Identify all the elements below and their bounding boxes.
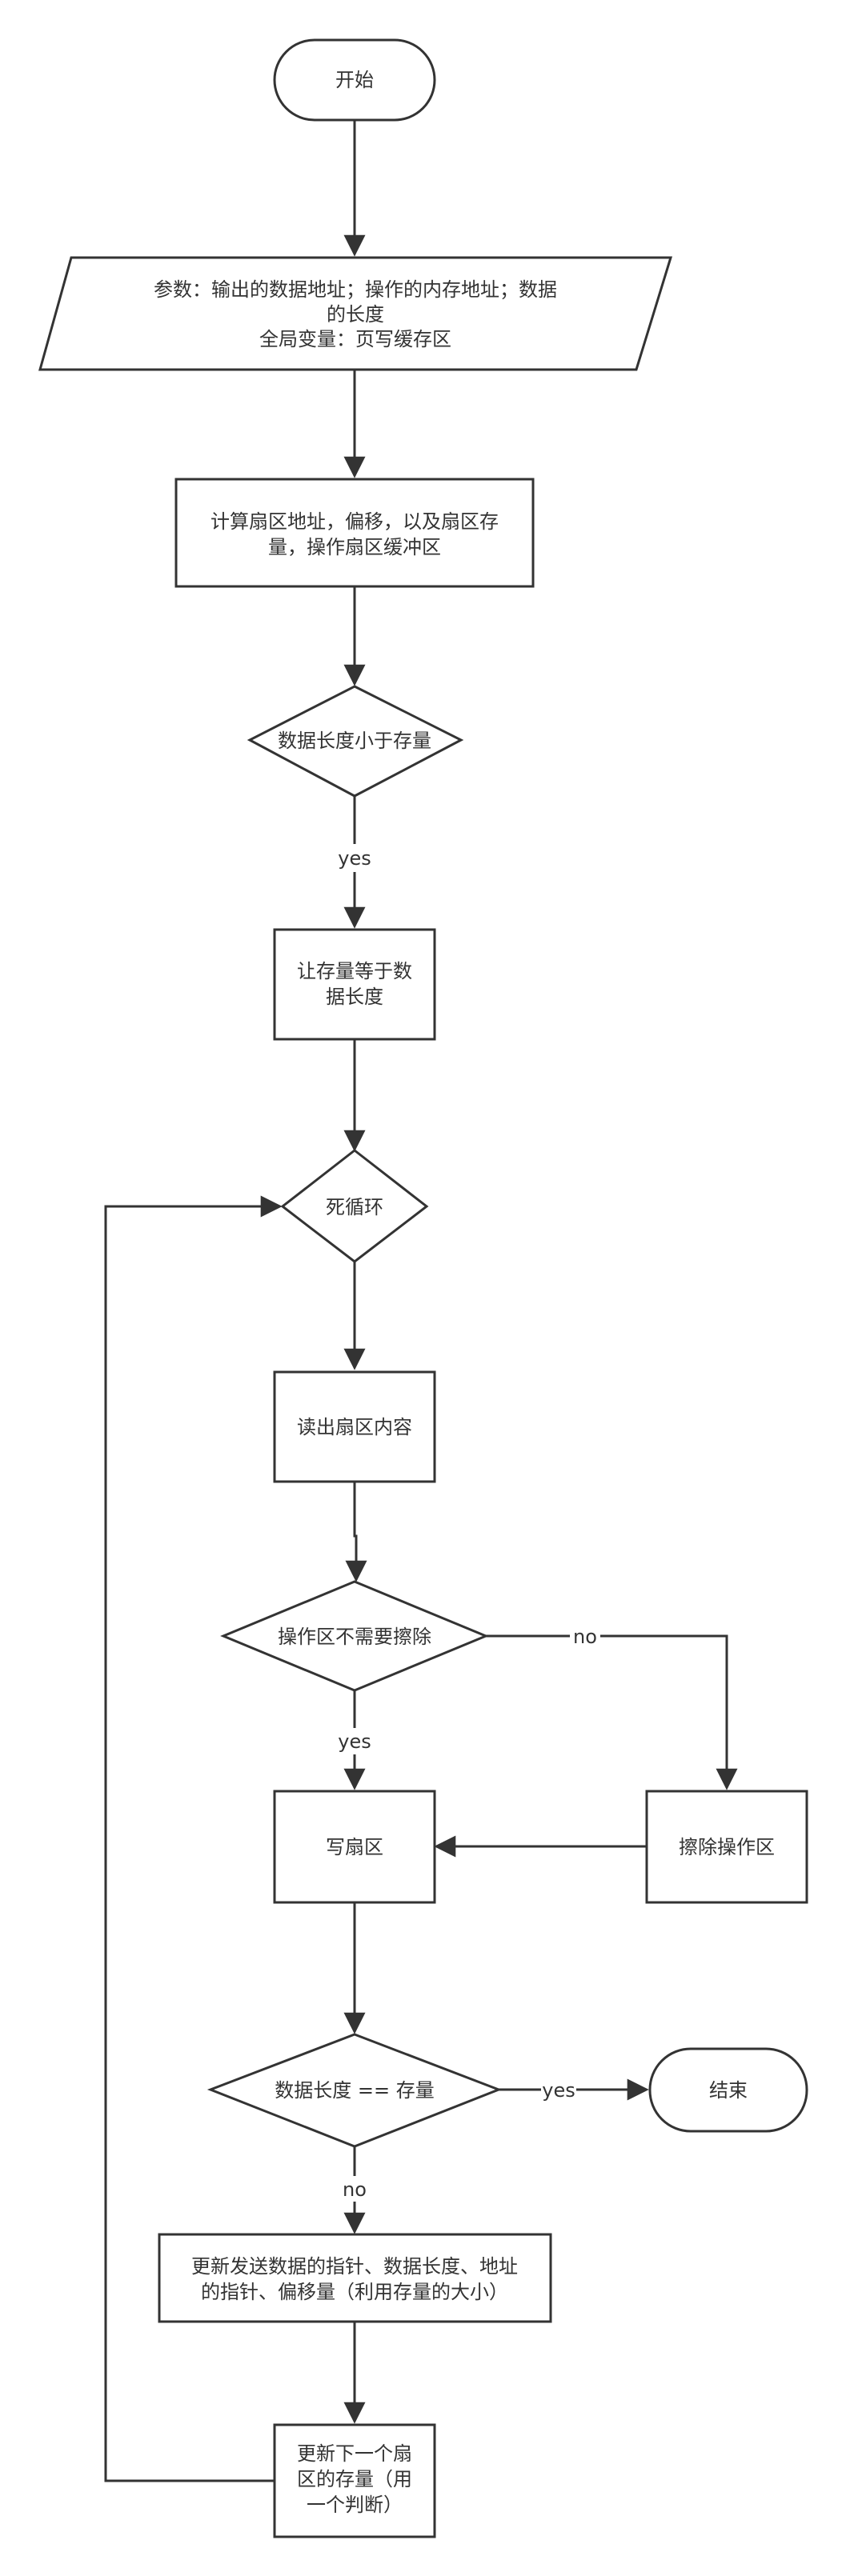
write-sector-process <box>273 1790 436 1904</box>
update-next-label-line2: 区的存量（用 <box>297 2468 412 2490</box>
compute-process <box>174 478 535 588</box>
edge-no-label-to-erase <box>600 1634 738 1790</box>
set-stock-label-line2: 据长度 <box>326 986 383 1008</box>
edge-next-back-to-loop <box>104 1195 283 2482</box>
cond-len-lt-stock-label: 数据长度小于存量 <box>278 730 431 752</box>
edge-label-yes-2: yes <box>338 1730 371 1753</box>
cond-no-erase-label: 操作区不需要擦除 <box>278 1626 431 1648</box>
read-sector-process <box>273 1370 436 1483</box>
cond-len-lt-stock-decision <box>247 685 464 798</box>
cond-no-erase-decision <box>220 1580 489 1692</box>
loop-label: 死循环 <box>326 1196 383 1218</box>
loop-decision <box>280 1149 429 1263</box>
update-next-label-line3: 一个判断） <box>307 2494 403 2516</box>
edge-label-yes-1: yes <box>338 847 371 870</box>
cond-len-eq-stock-decision <box>206 2033 503 2148</box>
edge-label-no-2: no <box>343 2178 367 2201</box>
update-next-label-line1: 更新下一个扇 <box>297 2442 412 2465</box>
params-io-shape <box>38 256 673 371</box>
params-label-line2: 的长度 <box>327 303 384 326</box>
edge-label-no-1: no <box>573 1626 597 1648</box>
end-terminator <box>648 2047 808 2133</box>
start-label: 开始 <box>335 69 374 91</box>
end-label: 结束 <box>709 2079 748 2102</box>
update-ptrs-label-line1: 更新发送数据的指针、数据长度、地址 <box>191 2255 518 2278</box>
write-sector-label: 写扇区 <box>326 1836 383 1858</box>
update-next-process <box>273 2423 436 2538</box>
read-sector-label: 读出扇区内容 <box>297 1416 412 1438</box>
update-ptrs-label-line2: 的指针、偏移量（利用存量的大小） <box>201 2281 508 2303</box>
erase-label: 擦除操作区 <box>679 1836 775 1858</box>
compute-label-line1: 计算扇区地址，偏移，以及扇区存 <box>210 510 499 533</box>
compute-label-line2: 量，操作扇区缓冲区 <box>268 536 441 558</box>
update-ptrs-process <box>158 2233 552 2323</box>
edge-read-to-cond2 <box>345 1482 367 1582</box>
erase-process <box>645 1790 808 1904</box>
set-stock-label-line1: 让存量等于数 <box>297 960 412 982</box>
set-stock-process <box>273 928 436 1041</box>
start-terminator <box>273 38 436 122</box>
cond-len-eq-stock-label: 数据长度 == 存量 <box>275 2079 434 2102</box>
params-label-line3: 全局变量：页写缓存区 <box>259 328 451 350</box>
params-label-line1: 参数：输出的数据地址；操作的内存地址；数据 <box>154 278 557 301</box>
edge-label-yes-3: yes <box>542 2079 575 2102</box>
